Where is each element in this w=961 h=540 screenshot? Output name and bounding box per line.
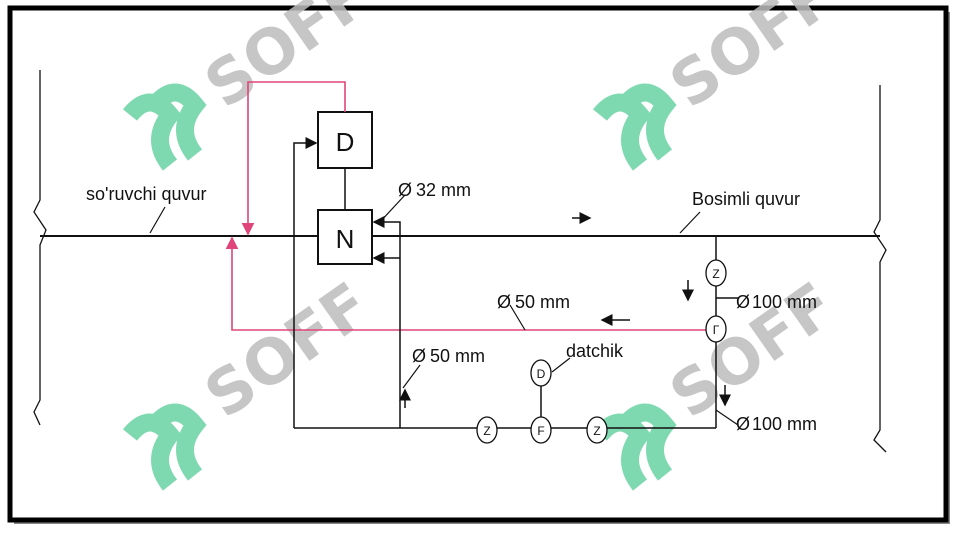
check-valve-gamma [705,315,727,343]
diagram-frame [7,5,949,523]
diameter-100-bottom-label: 100 mm [752,414,817,434]
motor-label: D [336,127,355,157]
flowmeter-f [530,416,552,444]
left-break-line [33,70,47,426]
svg-text:Ø50 mm: Ø50 mm [412,346,485,366]
diameter-50-return-label: 50 mm [515,292,570,312]
diameter-100-top-label: 100 mm [752,292,817,312]
svg-text:F: F [537,424,544,438]
valve-z3 [586,416,608,444]
pump-label: N [336,224,355,254]
diameter-32-label: 32 mm [416,180,471,200]
valve-z1 [705,259,727,287]
diameter-50-bypass-label: 50 mm [430,346,485,366]
return-line-bottom [225,236,706,331]
bypass-line [293,137,318,428]
svg-text:Γ: Γ [713,323,720,337]
suction-pipe-label: so'ruvchi quvur [86,184,207,204]
sensor-label: datchik [566,341,624,361]
svg-text:Ø32 mm: Ø32 mm [398,180,471,200]
svg-text:Ø50 mm: Ø50 mm [497,292,570,312]
right-break-line [873,85,887,453]
svg-text:D: D [537,367,546,381]
svg-text:Z: Z [483,424,490,438]
valve-z2 [476,416,498,444]
svg-text:Z: Z [712,267,719,281]
pump-box [317,209,373,265]
svg-text:Z: Z [593,424,600,438]
pressure-pipe-label: Bosimli quvur [692,189,800,209]
sensor-d [530,359,552,387]
return-line-top [241,81,346,236]
